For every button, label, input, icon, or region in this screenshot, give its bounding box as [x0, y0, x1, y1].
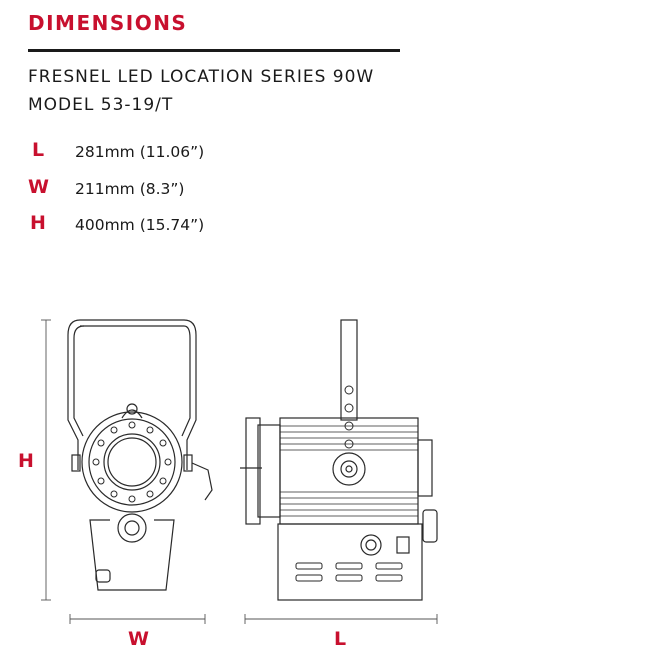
- side-view-drawing: [240, 319, 438, 601]
- spec-height-letter: H: [30, 212, 46, 234]
- height-dimension-line: [41, 319, 51, 601]
- width-dimension-line: [69, 614, 206, 624]
- length-dimension-line: [244, 614, 438, 624]
- width-label: W: [128, 628, 149, 650]
- spec-length-value: 281mm (11.06”): [75, 143, 205, 161]
- spec-length-letter: L: [31, 139, 45, 161]
- height-label: H: [18, 450, 34, 472]
- product-model: MODEL 53-19/T: [28, 95, 174, 115]
- spec-height-value: 400mm (15.74”): [75, 216, 205, 234]
- spec-width-letter: W: [28, 176, 49, 198]
- front-view-drawing: [67, 319, 213, 591]
- section-heading: DIMENSIONS: [28, 11, 188, 35]
- heading-divider: [28, 49, 400, 52]
- spec-width-value: 211mm (8.3”): [75, 180, 185, 198]
- product-name: FRESNEL LED LOCATION SERIES 90W: [28, 67, 375, 87]
- length-label: L: [334, 628, 347, 650]
